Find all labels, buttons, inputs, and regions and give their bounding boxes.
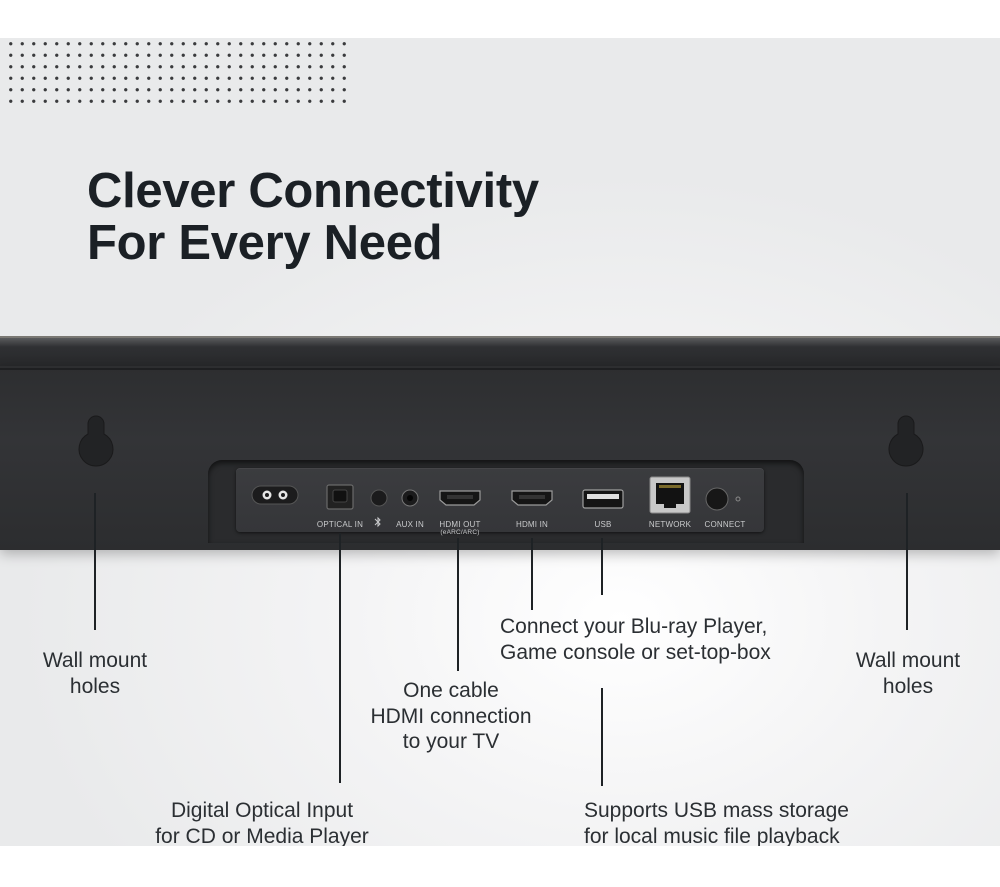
leader-wall-mount-left xyxy=(94,493,96,630)
callout-usb-line-2: for local music file playback xyxy=(584,824,840,847)
hdmi-out-label-sub: (eARC/ARC) xyxy=(440,529,480,536)
callout-hdmi-in-line-2: Game console or set-top-box xyxy=(500,640,771,664)
leader-hdmi-out xyxy=(457,538,459,671)
headline-line-1: Clever Connectivity xyxy=(87,164,539,218)
hdmi-out-label: HDMI OUT (eARC/ARC) xyxy=(439,520,481,537)
connect-button xyxy=(705,487,741,511)
callout-optical-line-2: for CD or Media Player xyxy=(155,824,369,847)
wall-mount-keyhole-left xyxy=(78,415,114,467)
bluetooth-icon xyxy=(374,516,381,528)
callout-wall-mount-left-line-2: holes xyxy=(69,674,121,698)
headline-line-2: For Every Need xyxy=(87,216,443,270)
optical-port xyxy=(326,484,354,510)
usb-port xyxy=(582,489,624,509)
hdmi-out-port xyxy=(439,490,481,506)
callout-wall-mount-right: Wall mount holes xyxy=(851,648,965,699)
callout-hdmi-out-line-2: HDMI connection xyxy=(370,704,532,728)
callout-wall-mount-left: Wall mount holes xyxy=(38,648,152,699)
callout-hdmi-out: One cable HDMI connection to your TV xyxy=(360,678,542,755)
optical-in-label: OPTICAL IN xyxy=(316,520,364,529)
soundbar-seam xyxy=(0,368,1000,370)
callout-wall-mount-right-line-1: Wall mount xyxy=(855,649,961,672)
leader-wall-mount-right xyxy=(906,493,908,630)
callout-hdmi-in-line-1: Connect your Blu-ray Player, xyxy=(500,615,768,638)
product-scene: Clever Connectivity For Every Need OPTIC… xyxy=(0,38,1000,846)
leader-hdmi-in xyxy=(531,538,533,610)
aux-port xyxy=(401,489,419,507)
callout-optical: Digital Optical Input for CD or Media Pl… xyxy=(148,798,376,846)
leader-optical xyxy=(339,533,341,783)
hdmi-out-label-main: HDMI OUT xyxy=(439,520,481,529)
network-port xyxy=(649,476,691,514)
leader-usb-top xyxy=(601,538,603,595)
connect-label: CONNECT xyxy=(704,520,746,529)
usb-label: USB xyxy=(594,520,612,529)
callout-usb-line-1: Supports USB mass storage xyxy=(584,799,849,822)
decorative-dot-grid xyxy=(5,38,353,110)
hdmi-in-label: HDMI IN xyxy=(515,520,549,529)
callout-wall-mount-right-line-2: holes xyxy=(882,674,934,698)
aux-in-label: AUX IN xyxy=(396,520,424,529)
callout-usb: Supports USB mass storage for local musi… xyxy=(584,798,849,846)
wall-mount-keyhole-right xyxy=(888,415,924,467)
network-label: NETWORK xyxy=(648,520,692,529)
callout-optical-line-1: Digital Optical Input xyxy=(170,799,354,822)
leader-usb-bottom xyxy=(601,688,603,786)
page-headline: Clever Connectivity For Every Need xyxy=(87,165,539,269)
power-port xyxy=(251,485,299,505)
hdmi-in-port xyxy=(511,490,553,506)
callout-hdmi-out-line-3: to your TV xyxy=(402,730,500,753)
bluetooth-button xyxy=(370,489,388,507)
callout-hdmi-in: Connect your Blu-ray Player, Game consol… xyxy=(500,614,771,665)
callout-hdmi-out-line-1: One cable xyxy=(403,679,499,702)
soundbar-top-edge xyxy=(0,336,1000,368)
callout-wall-mount-left-line-1: Wall mount xyxy=(42,649,148,672)
